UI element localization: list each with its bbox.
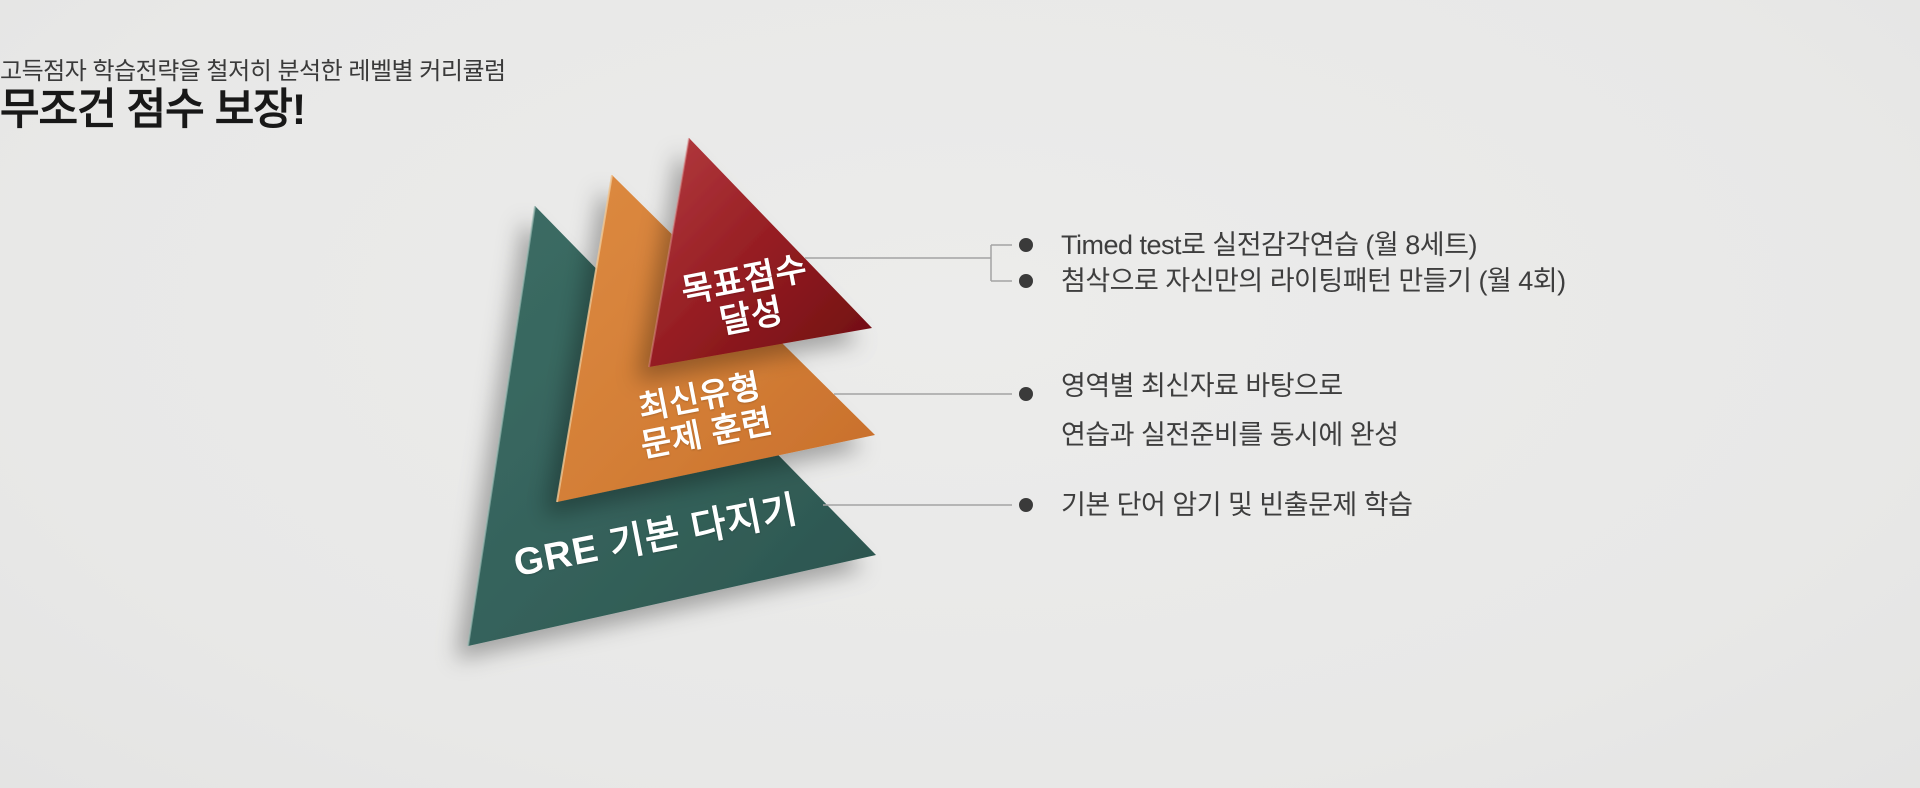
callout-middle-bullet-line1: 영역별 최신자료 바탕으로 [1061, 371, 1343, 401]
callout-middle-bullet: 영역별 최신자료 바탕으로 연습과 실전준비를 동시에 완성 [1061, 362, 1399, 460]
pyramid-level-top-edge-highlight [648, 137, 690, 368]
callout-top-bullet-2: 첨삭으로 자신만의 라이팅패턴 만들기 (월 4회) [1061, 266, 1566, 296]
page-title: 무조건 점수 보장! [0, 86, 306, 134]
callout-top-bullet-1: Timed test로 실전감각연습 (월 8세트) [1061, 230, 1477, 260]
pyramid-level-top-shape [649, 138, 872, 367]
pyramid-level-base-edge-highlight [467, 205, 536, 647]
page-subtitle: 고득점자 학습전략을 철저히 분석한 레벨별 커리큘럼 [0, 58, 506, 85]
callout-connector-top [805, 244, 1012, 282]
pyramid-level-middle-edge-highlight [556, 174, 613, 503]
bullet-dot [1019, 387, 1033, 401]
bullet-dot [1019, 274, 1033, 288]
callout-middle-bullet-line2: 연습과 실전준비를 동시에 완성 [1061, 420, 1399, 450]
callout-base-bullet: 기본 단어 암기 및 빈출문제 학습 [1061, 490, 1413, 520]
bullet-dot [1019, 238, 1033, 252]
bullet-dot [1019, 498, 1033, 512]
